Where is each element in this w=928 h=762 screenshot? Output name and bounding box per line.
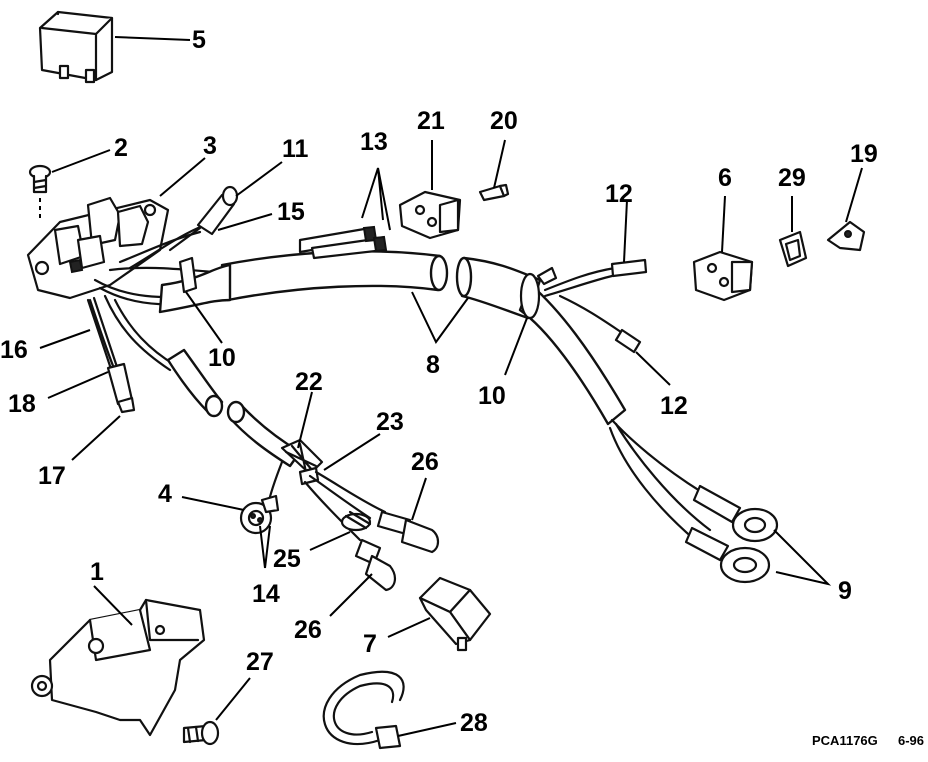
callout-labels: 5 2 3 11 15 13 21 20 12 6 29 19 10 8 10 … bbox=[0, 26, 924, 748]
callout-16: 16 bbox=[0, 336, 28, 364]
mounting-bracket bbox=[30, 598, 206, 737]
callout-9: 9 bbox=[838, 577, 852, 605]
connector-block bbox=[418, 576, 492, 652]
callout-26-upper: 26 bbox=[411, 448, 439, 476]
callout-12-lower: 12 bbox=[660, 392, 688, 420]
callout-1: 1 bbox=[90, 558, 104, 586]
callout-29: 29 bbox=[778, 164, 806, 192]
callout-20: 20 bbox=[490, 107, 518, 135]
terminal-20 bbox=[478, 183, 510, 202]
tie-strap-right bbox=[519, 266, 558, 320]
tie-strap-left bbox=[178, 256, 198, 294]
callout-18: 18 bbox=[8, 390, 36, 418]
screw-part bbox=[28, 164, 52, 220]
socket-part bbox=[239, 460, 284, 535]
callout-28: 28 bbox=[460, 709, 488, 737]
callout-14: 14 bbox=[252, 580, 280, 608]
callout-7: 7 bbox=[363, 630, 377, 658]
lead-17-18 bbox=[86, 296, 136, 414]
wire-terminals-13 bbox=[298, 225, 388, 260]
plug-21 bbox=[398, 190, 462, 240]
relay-part bbox=[38, 10, 114, 84]
terminal-19 bbox=[826, 220, 866, 252]
callout-15: 15 bbox=[277, 198, 305, 226]
callout-3: 3 bbox=[203, 132, 217, 160]
callout-22: 22 bbox=[295, 368, 323, 396]
revision-date: 6-96 bbox=[898, 733, 924, 748]
ring-terminals bbox=[608, 418, 779, 584]
callout-2: 2 bbox=[114, 134, 128, 162]
seal-29 bbox=[778, 230, 808, 268]
plug-6 bbox=[692, 250, 754, 302]
callout-17: 17 bbox=[38, 462, 66, 490]
callout-8: 8 bbox=[426, 351, 440, 379]
screw-part-27 bbox=[182, 720, 220, 746]
drawing-code: PCA1176G bbox=[812, 733, 878, 748]
cable-clamp bbox=[322, 670, 405, 750]
callout-23: 23 bbox=[376, 408, 404, 436]
callout-13: 13 bbox=[360, 128, 388, 156]
wire-lead-12 bbox=[543, 258, 648, 354]
callout-10-right: 10 bbox=[478, 382, 506, 410]
callout-25: 25 bbox=[273, 545, 301, 573]
switch-bracket-assembly bbox=[26, 196, 170, 300]
callout-21: 21 bbox=[417, 107, 445, 135]
callout-11: 11 bbox=[282, 135, 309, 163]
callout-27: 27 bbox=[246, 648, 274, 676]
callout-4: 4 bbox=[158, 480, 172, 508]
connectors-25-26 bbox=[303, 470, 440, 592]
callout-19: 19 bbox=[850, 140, 878, 168]
callout-26-lower: 26 bbox=[294, 616, 322, 644]
callout-10-left: 10 bbox=[208, 344, 236, 372]
callout-12-upper: 12 bbox=[605, 180, 633, 208]
harness-tube-upper bbox=[158, 250, 449, 314]
leader-lines bbox=[39, 36, 863, 737]
fuse-holder bbox=[168, 185, 239, 252]
callout-6: 6 bbox=[718, 164, 732, 192]
callout-5: 5 bbox=[192, 26, 206, 54]
